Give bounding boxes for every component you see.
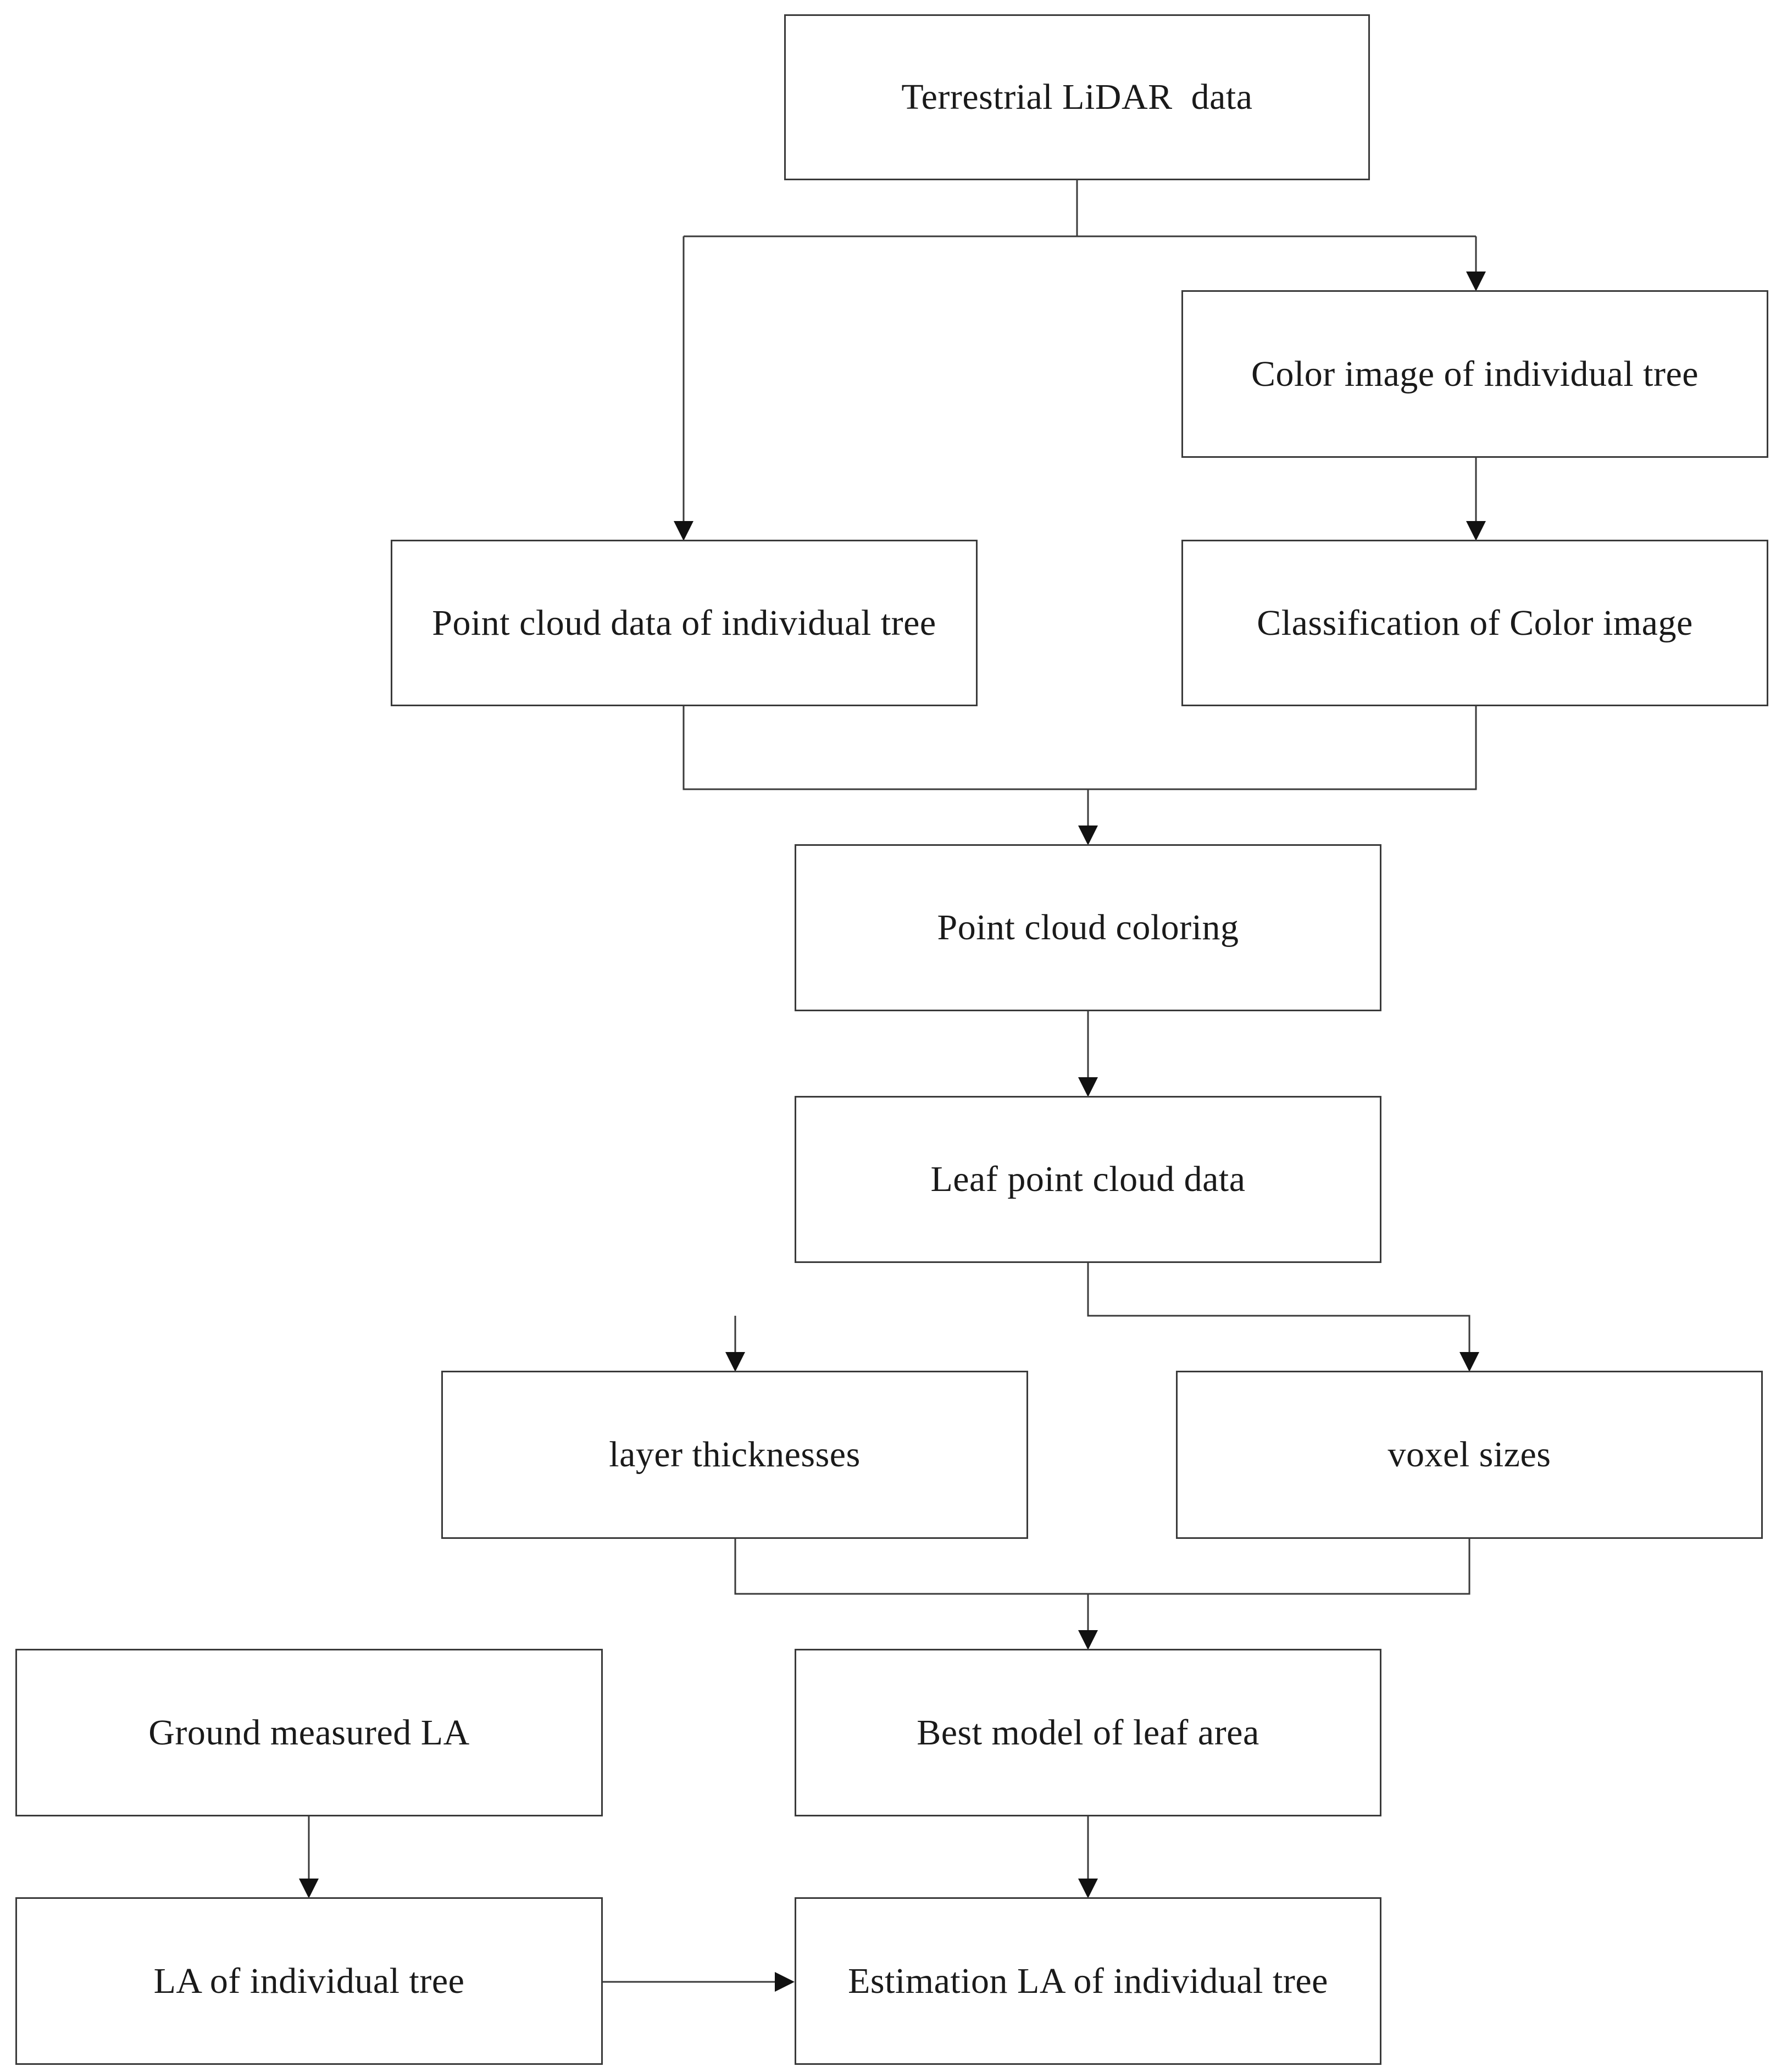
arrowhead-point-cloud-tree bbox=[674, 521, 693, 541]
node-label: Estimation LA of individual tree bbox=[848, 1960, 1328, 2001]
edge-leaf-split bbox=[734, 1263, 1470, 1354]
node-layer-thicknesses: layer thicknesses bbox=[441, 1371, 1028, 1539]
node-estimation-la-of-individual-tree: Estimation LA of individual tree bbox=[795, 1897, 1381, 2065]
arrowhead-layer-thicknesses bbox=[725, 1352, 745, 1372]
node-label: LA of individual tree bbox=[153, 1960, 465, 2001]
arrowhead-color-image bbox=[1466, 272, 1486, 291]
arrowhead-estimation-la-top bbox=[1078, 1879, 1098, 1898]
node-leaf-point-cloud-data: Leaf point cloud data bbox=[795, 1096, 1381, 1263]
edge-lidar-split bbox=[684, 179, 1476, 237]
node-terrestrial-lidar-data: Terrestrial LiDAR data bbox=[784, 14, 1370, 180]
edge-merge-to-best-model bbox=[734, 1539, 1470, 1632]
node-classification-of-color-image: Classification of Color image bbox=[1181, 540, 1768, 706]
node-label: Color image of individual tree bbox=[1251, 353, 1699, 394]
arrowhead-voxel-sizes bbox=[1459, 1352, 1479, 1372]
arrowhead-estimation-la-left bbox=[775, 1972, 795, 1992]
arrowhead-point-cloud-coloring bbox=[1078, 826, 1098, 845]
node-label: Best model of leaf area bbox=[917, 1712, 1259, 1753]
node-label: Classification of Color image bbox=[1257, 602, 1693, 643]
node-label: voxel sizes bbox=[1388, 1434, 1551, 1475]
node-label: layer thicknesses bbox=[609, 1434, 861, 1475]
node-label: Ground measured LA bbox=[148, 1712, 470, 1753]
node-label: Leaf point cloud data bbox=[930, 1159, 1246, 1199]
arrowhead-leaf-point-cloud bbox=[1078, 1077, 1098, 1097]
node-label: Terrestrial LiDAR data bbox=[901, 77, 1253, 117]
node-best-model-of-leaf-area: Best model of leaf area bbox=[795, 1649, 1381, 1816]
arrowhead-classification bbox=[1466, 521, 1486, 541]
node-point-cloud-coloring: Point cloud coloring bbox=[795, 844, 1381, 1011]
node-point-cloud-data-of-individual-tree: Point cloud data of individual tree bbox=[391, 540, 978, 706]
node-voxel-sizes: voxel sizes bbox=[1176, 1371, 1763, 1539]
node-ground-measured-la: Ground measured LA bbox=[15, 1649, 603, 1816]
node-label: Point cloud data of individual tree bbox=[432, 602, 936, 643]
edge-merge-to-coloring bbox=[682, 705, 1477, 828]
node-color-image-of-individual-tree: Color image of individual tree bbox=[1181, 290, 1768, 458]
node-label: Point cloud coloring bbox=[937, 907, 1239, 948]
node-la-of-individual-tree: LA of individual tree bbox=[15, 1897, 603, 2065]
arrowhead-best-model bbox=[1078, 1630, 1098, 1650]
arrowhead-la-individual-tree bbox=[299, 1879, 319, 1898]
